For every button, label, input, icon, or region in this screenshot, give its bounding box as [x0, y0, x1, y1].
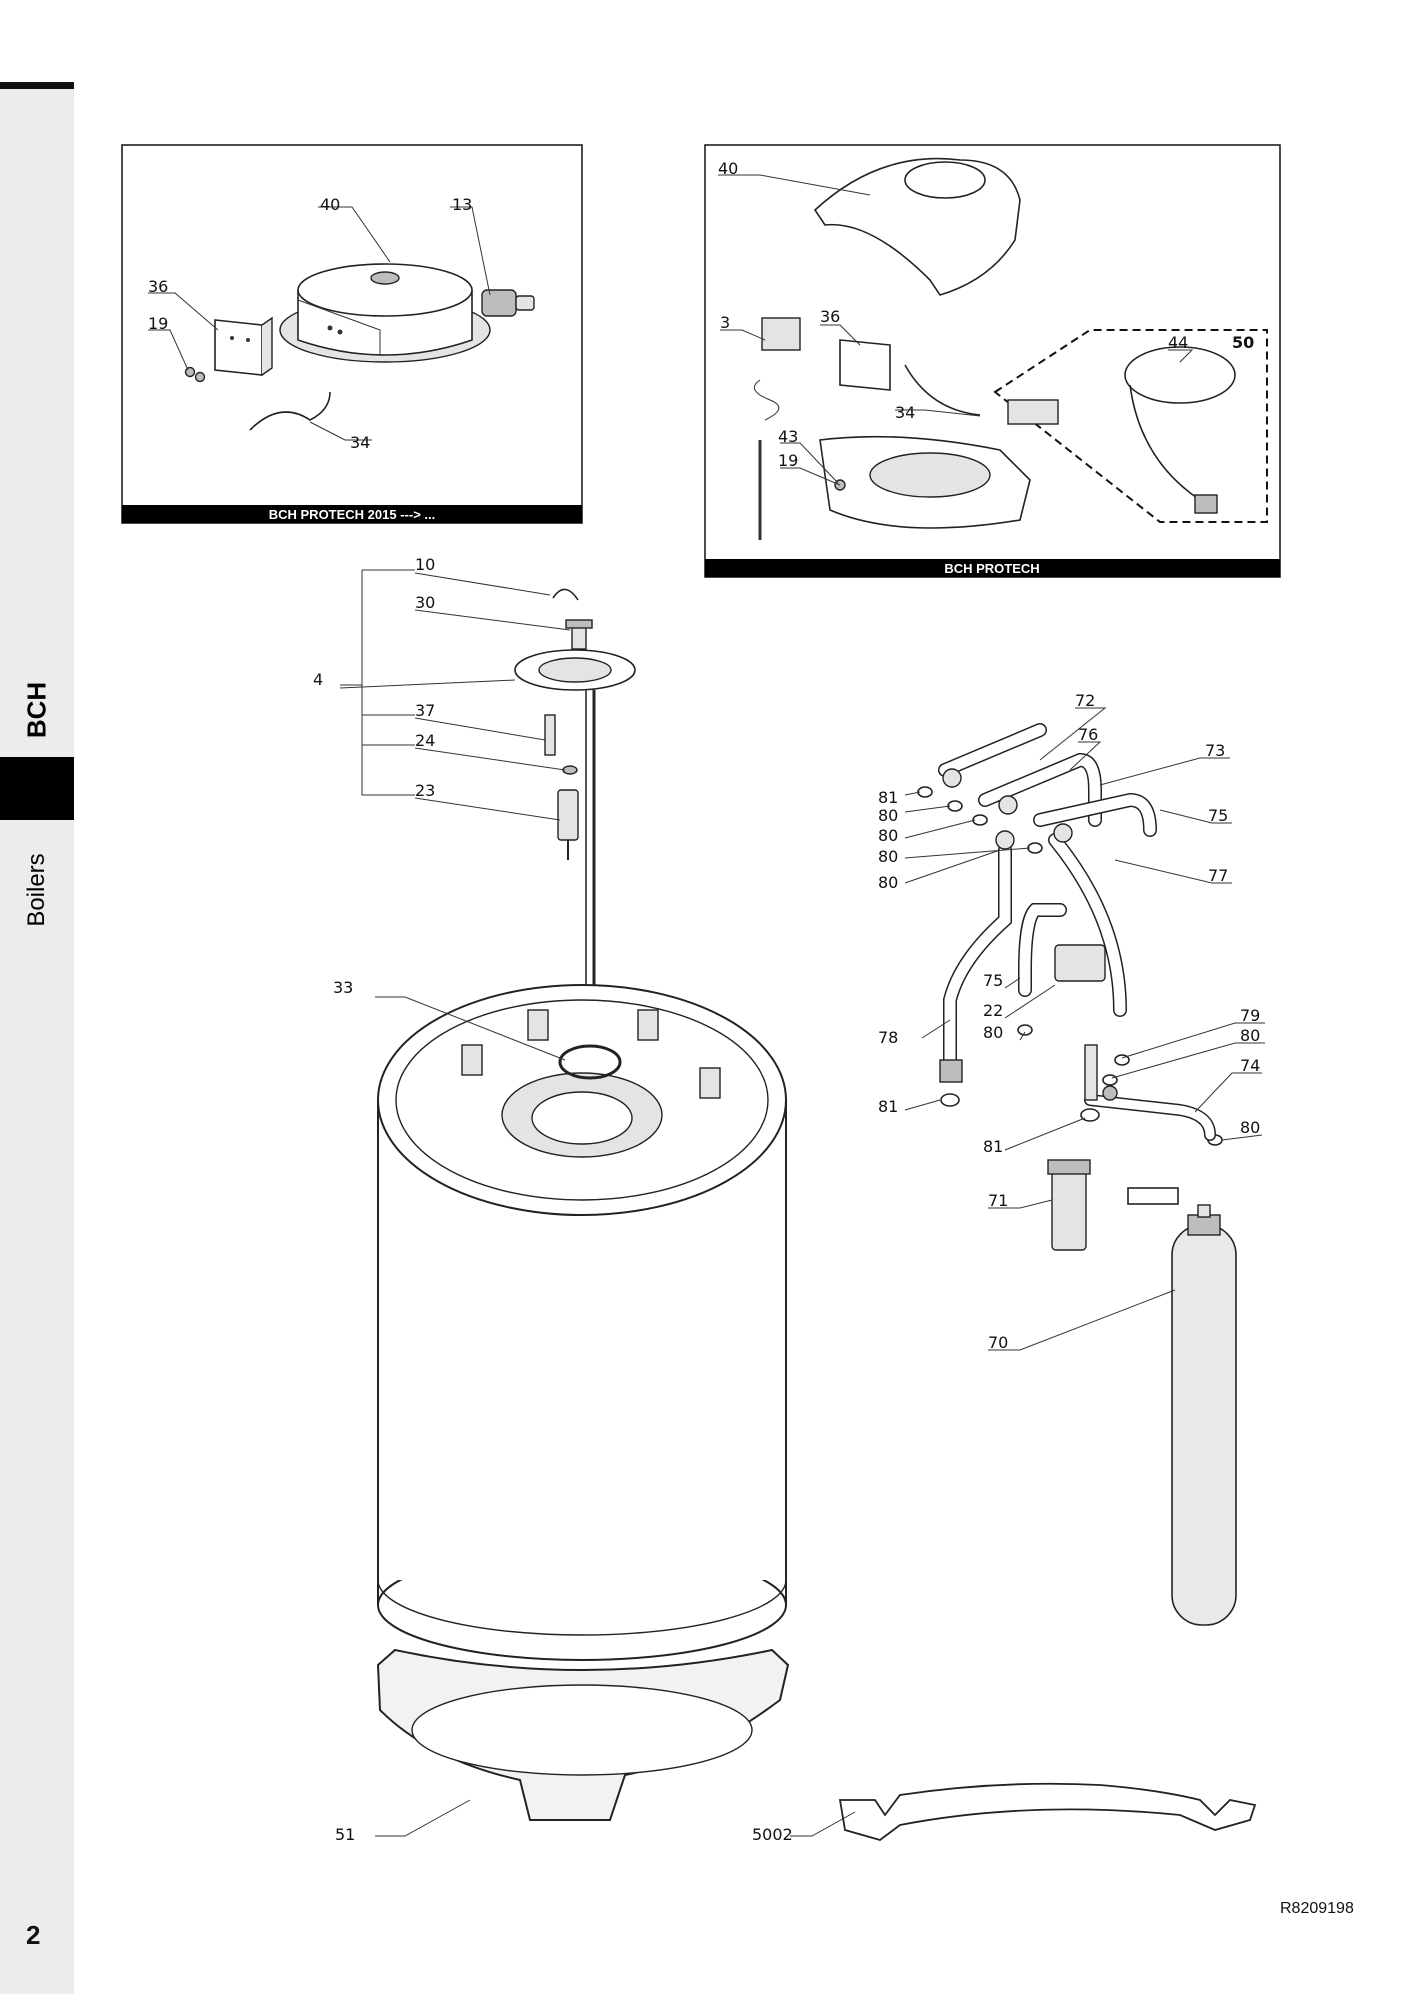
callout-label: 71 — [988, 1191, 1008, 1210]
callout-label: 80 — [983, 1023, 1003, 1042]
valve-part — [1054, 944, 1106, 982]
callout-label: 43 — [778, 427, 798, 446]
callout-label: 36 — [148, 277, 168, 296]
thermostat-part — [753, 317, 801, 540]
wire-part — [904, 364, 981, 416]
callout-label: 19 — [778, 451, 798, 470]
callout-label: 3 — [720, 313, 730, 332]
callout-label: 81 — [983, 1137, 1003, 1156]
callout-label: 75 — [983, 971, 1003, 990]
control-base-part — [819, 435, 1031, 529]
callout-label: 24 — [415, 731, 435, 750]
callout-label: 10 — [415, 555, 435, 574]
callout-label: 76 — [1078, 725, 1098, 744]
callout-label: 5002 — [752, 1825, 793, 1844]
callout-label: 34 — [895, 403, 915, 422]
callout-label: 80 — [1240, 1026, 1260, 1045]
callout-label: 30 — [415, 593, 435, 612]
callout-label: 33 — [333, 978, 353, 997]
side-tab-active-marker — [0, 757, 74, 820]
side-tab-strip — [0, 82, 74, 1994]
document-reference: R8209198 — [1280, 1900, 1354, 1917]
callout-label: 75 — [1208, 806, 1228, 825]
inset-title-protech: BCH PROTECH — [944, 561, 1039, 576]
pipe-assembly: 72 76 73 81 80 80 80 75 80 77 75 22 78 8… — [878, 691, 1265, 1156]
callout-label: 79 — [1240, 1006, 1260, 1025]
callout-label: 22 — [983, 1001, 1003, 1020]
gasket-part — [562, 765, 578, 775]
callout-label: 77 — [1208, 866, 1228, 885]
power-cable-kit-part — [993, 329, 1268, 523]
inset-protech: BCH PROTECH — [704, 144, 1281, 578]
mounting-bracket-part: 5002 — [752, 1782, 1257, 1844]
callout-label: 23 — [415, 781, 435, 800]
callout-label: 72 — [1075, 691, 1095, 710]
callout-label: 80 — [878, 806, 898, 825]
thermostat-board-part — [839, 339, 891, 391]
callout-label: 36 — [820, 307, 840, 326]
callout-label: 80 — [878, 847, 898, 866]
callout-label: 80 — [878, 826, 898, 845]
callout-label: 19 — [148, 314, 168, 333]
sensor-part — [544, 714, 556, 756]
inset-protech-2015: BCH PROTECH 2015 ---> ... — [121, 144, 583, 524]
anode-part — [557, 789, 579, 841]
callout-label: 40 — [320, 195, 340, 214]
water-tank-part: 33 — [333, 978, 787, 1661]
callout-label: 73 — [1205, 741, 1225, 760]
callout-label: 13 — [452, 195, 472, 214]
page-number: 2 — [26, 1920, 41, 1950]
inset-title-bar — [122, 505, 582, 523]
callout-label: 40 — [718, 159, 738, 178]
anode-rod-part: 70 — [988, 1204, 1237, 1626]
control-box-cover-part — [279, 263, 491, 363]
inset-title-bar — [705, 559, 1280, 577]
callout-label: 50 — [1232, 333, 1254, 352]
filter-fitting-part: 71 — [988, 1159, 1179, 1251]
inset-title-protech-2015: BCH PROTECH 2015 ---> ... — [269, 507, 436, 522]
thermostat-board-part — [214, 316, 273, 376]
callout-label: 34 — [350, 433, 370, 452]
heating-element-assembly: 10 30 4 37 24 23 — [313, 555, 636, 1070]
screw-part — [184, 366, 196, 378]
callout-label: 81 — [878, 1097, 898, 1116]
callout-label: 4 — [313, 670, 323, 689]
base-stand-part: 51 — [335, 1648, 790, 1844]
control-cover-part — [813, 157, 1021, 296]
callout-label: 80 — [878, 873, 898, 892]
callout-label: 74 — [1240, 1056, 1260, 1075]
callout-label: 70 — [988, 1333, 1008, 1352]
callout-label: 51 — [335, 1825, 355, 1844]
wire-part — [249, 391, 331, 431]
callout-label: 37 — [415, 701, 435, 720]
callout-label: 81 — [878, 788, 898, 807]
element-wire-part — [552, 588, 579, 601]
screw-part — [194, 371, 206, 383]
callout-label: 78 — [878, 1028, 898, 1047]
side-tab-top-bar — [0, 82, 74, 89]
callout-label: 44 — [1168, 333, 1188, 352]
cable-gland-part — [481, 289, 535, 317]
callout-label: 80 — [1240, 1118, 1260, 1137]
